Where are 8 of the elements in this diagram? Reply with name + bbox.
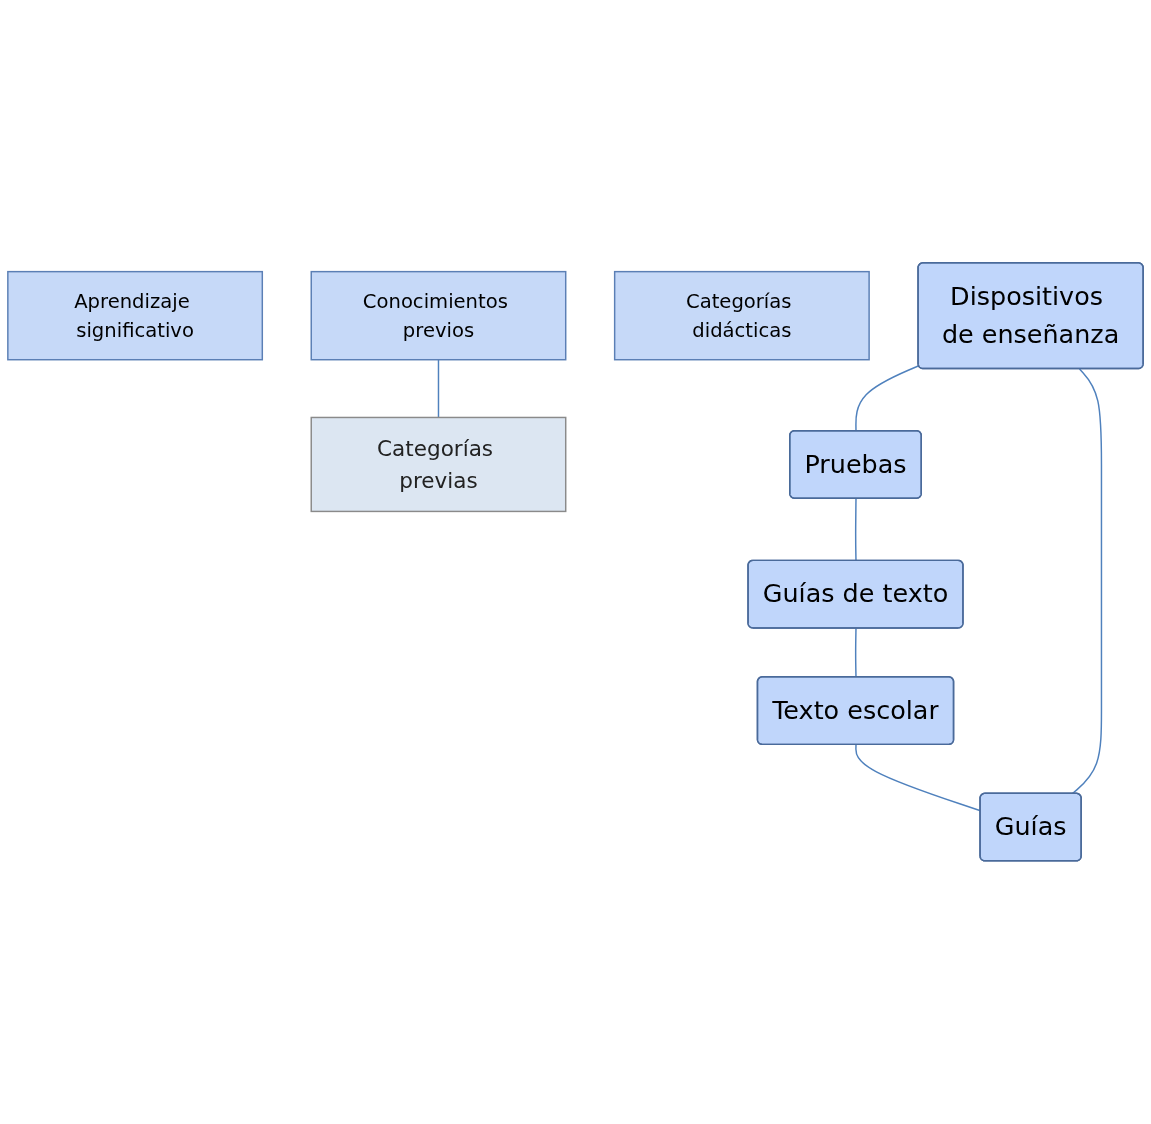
node-box: Categorías previas xyxy=(310,416,567,513)
connector xyxy=(1071,368,1103,795)
connector xyxy=(854,627,857,679)
connector xyxy=(854,498,857,562)
node-box: Conocimientos previos xyxy=(310,271,567,361)
connector xyxy=(437,359,440,419)
node-box: Categorías didácticas xyxy=(613,271,870,361)
node-box: Aprendizaje significativo xyxy=(7,271,264,361)
